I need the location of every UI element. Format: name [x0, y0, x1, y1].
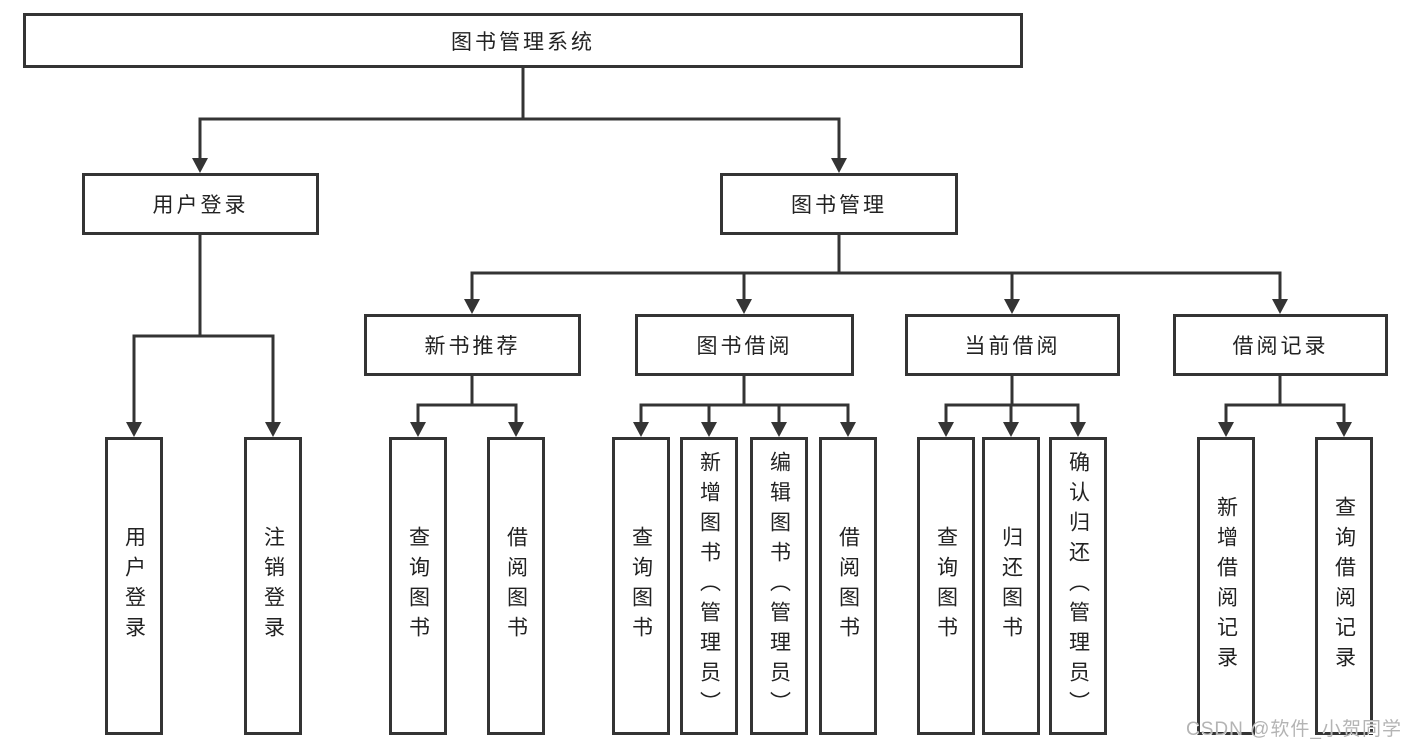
node-user-login: 用户登录 [82, 173, 319, 235]
node-root-system: 图书管理系统 [23, 13, 1023, 68]
leaf-query-borrow-record-label: 查询借阅记录 [1332, 496, 1356, 676]
leaf-query-books-recommend-label: 查询图书 [406, 526, 430, 646]
leaf-query-books-borrowing-label: 查询图书 [629, 526, 653, 646]
leaf-edit-book-admin-label: 编辑图书（管理员） [767, 451, 791, 721]
leaf-query-books-current: 查询图书 [917, 437, 975, 735]
leaf-borrow-books-borrowing: 借阅图书 [819, 437, 877, 735]
node-new-book-recommend: 新书推荐 [364, 314, 581, 376]
watermark-text: CSDN @软件_小贺同学 [1186, 719, 1402, 740]
node-borrowing-records-label: 借阅记录 [1232, 335, 1329, 358]
node-current-borrowing: 当前借阅 [905, 314, 1120, 376]
leaf-borrow-books-recommend: 借阅图书 [487, 437, 545, 735]
node-new-book-recommend-label: 新书推荐 [424, 335, 521, 358]
leaf-query-books-recommend: 查询图书 [389, 437, 447, 735]
leaf-user-login-label: 用户登录 [122, 526, 146, 646]
leaf-logout-label: 注销登录 [261, 526, 285, 646]
node-book-management-label: 图书管理 [791, 194, 887, 217]
leaf-add-book-admin-label: 新增图书（管理员） [697, 451, 721, 721]
leaf-confirm-return-admin: 确认归还（管理员） [1049, 437, 1107, 735]
leaf-confirm-return-admin-label: 确认归还（管理员） [1066, 451, 1090, 721]
tree-edges [132, 66, 1346, 427]
node-current-borrowing-label: 当前借阅 [964, 335, 1061, 358]
leaf-edit-book-admin: 编辑图书（管理员） [750, 437, 808, 735]
node-user-login-label: 用户登录 [152, 194, 249, 217]
leaf-borrow-books-borrowing-label: 借阅图书 [836, 526, 860, 646]
leaf-add-borrow-record: 新增借阅记录 [1197, 437, 1255, 735]
leaf-return-book: 归还图书 [982, 437, 1040, 735]
leaf-add-book-admin: 新增图书（管理员） [680, 437, 738, 735]
leaf-logout: 注销登录 [244, 437, 302, 735]
leaf-query-borrow-record: 查询借阅记录 [1315, 437, 1373, 735]
leaf-query-books-borrowing: 查询图书 [612, 437, 670, 735]
leaf-add-borrow-record-label: 新增借阅记录 [1214, 496, 1238, 676]
leaf-return-book-label: 归还图书 [999, 526, 1023, 646]
node-book-management: 图书管理 [720, 173, 958, 235]
node-borrowing-records: 借阅记录 [1173, 314, 1388, 376]
node-root-label: 图书管理系统 [451, 30, 595, 54]
node-book-borrowing: 图书借阅 [635, 314, 854, 376]
leaf-borrow-books-recommend-label: 借阅图书 [504, 526, 528, 646]
node-book-borrowing-label: 图书借阅 [696, 335, 793, 358]
leaf-query-books-current-label: 查询图书 [934, 526, 958, 646]
leaf-user-login: 用户登录 [105, 437, 163, 735]
